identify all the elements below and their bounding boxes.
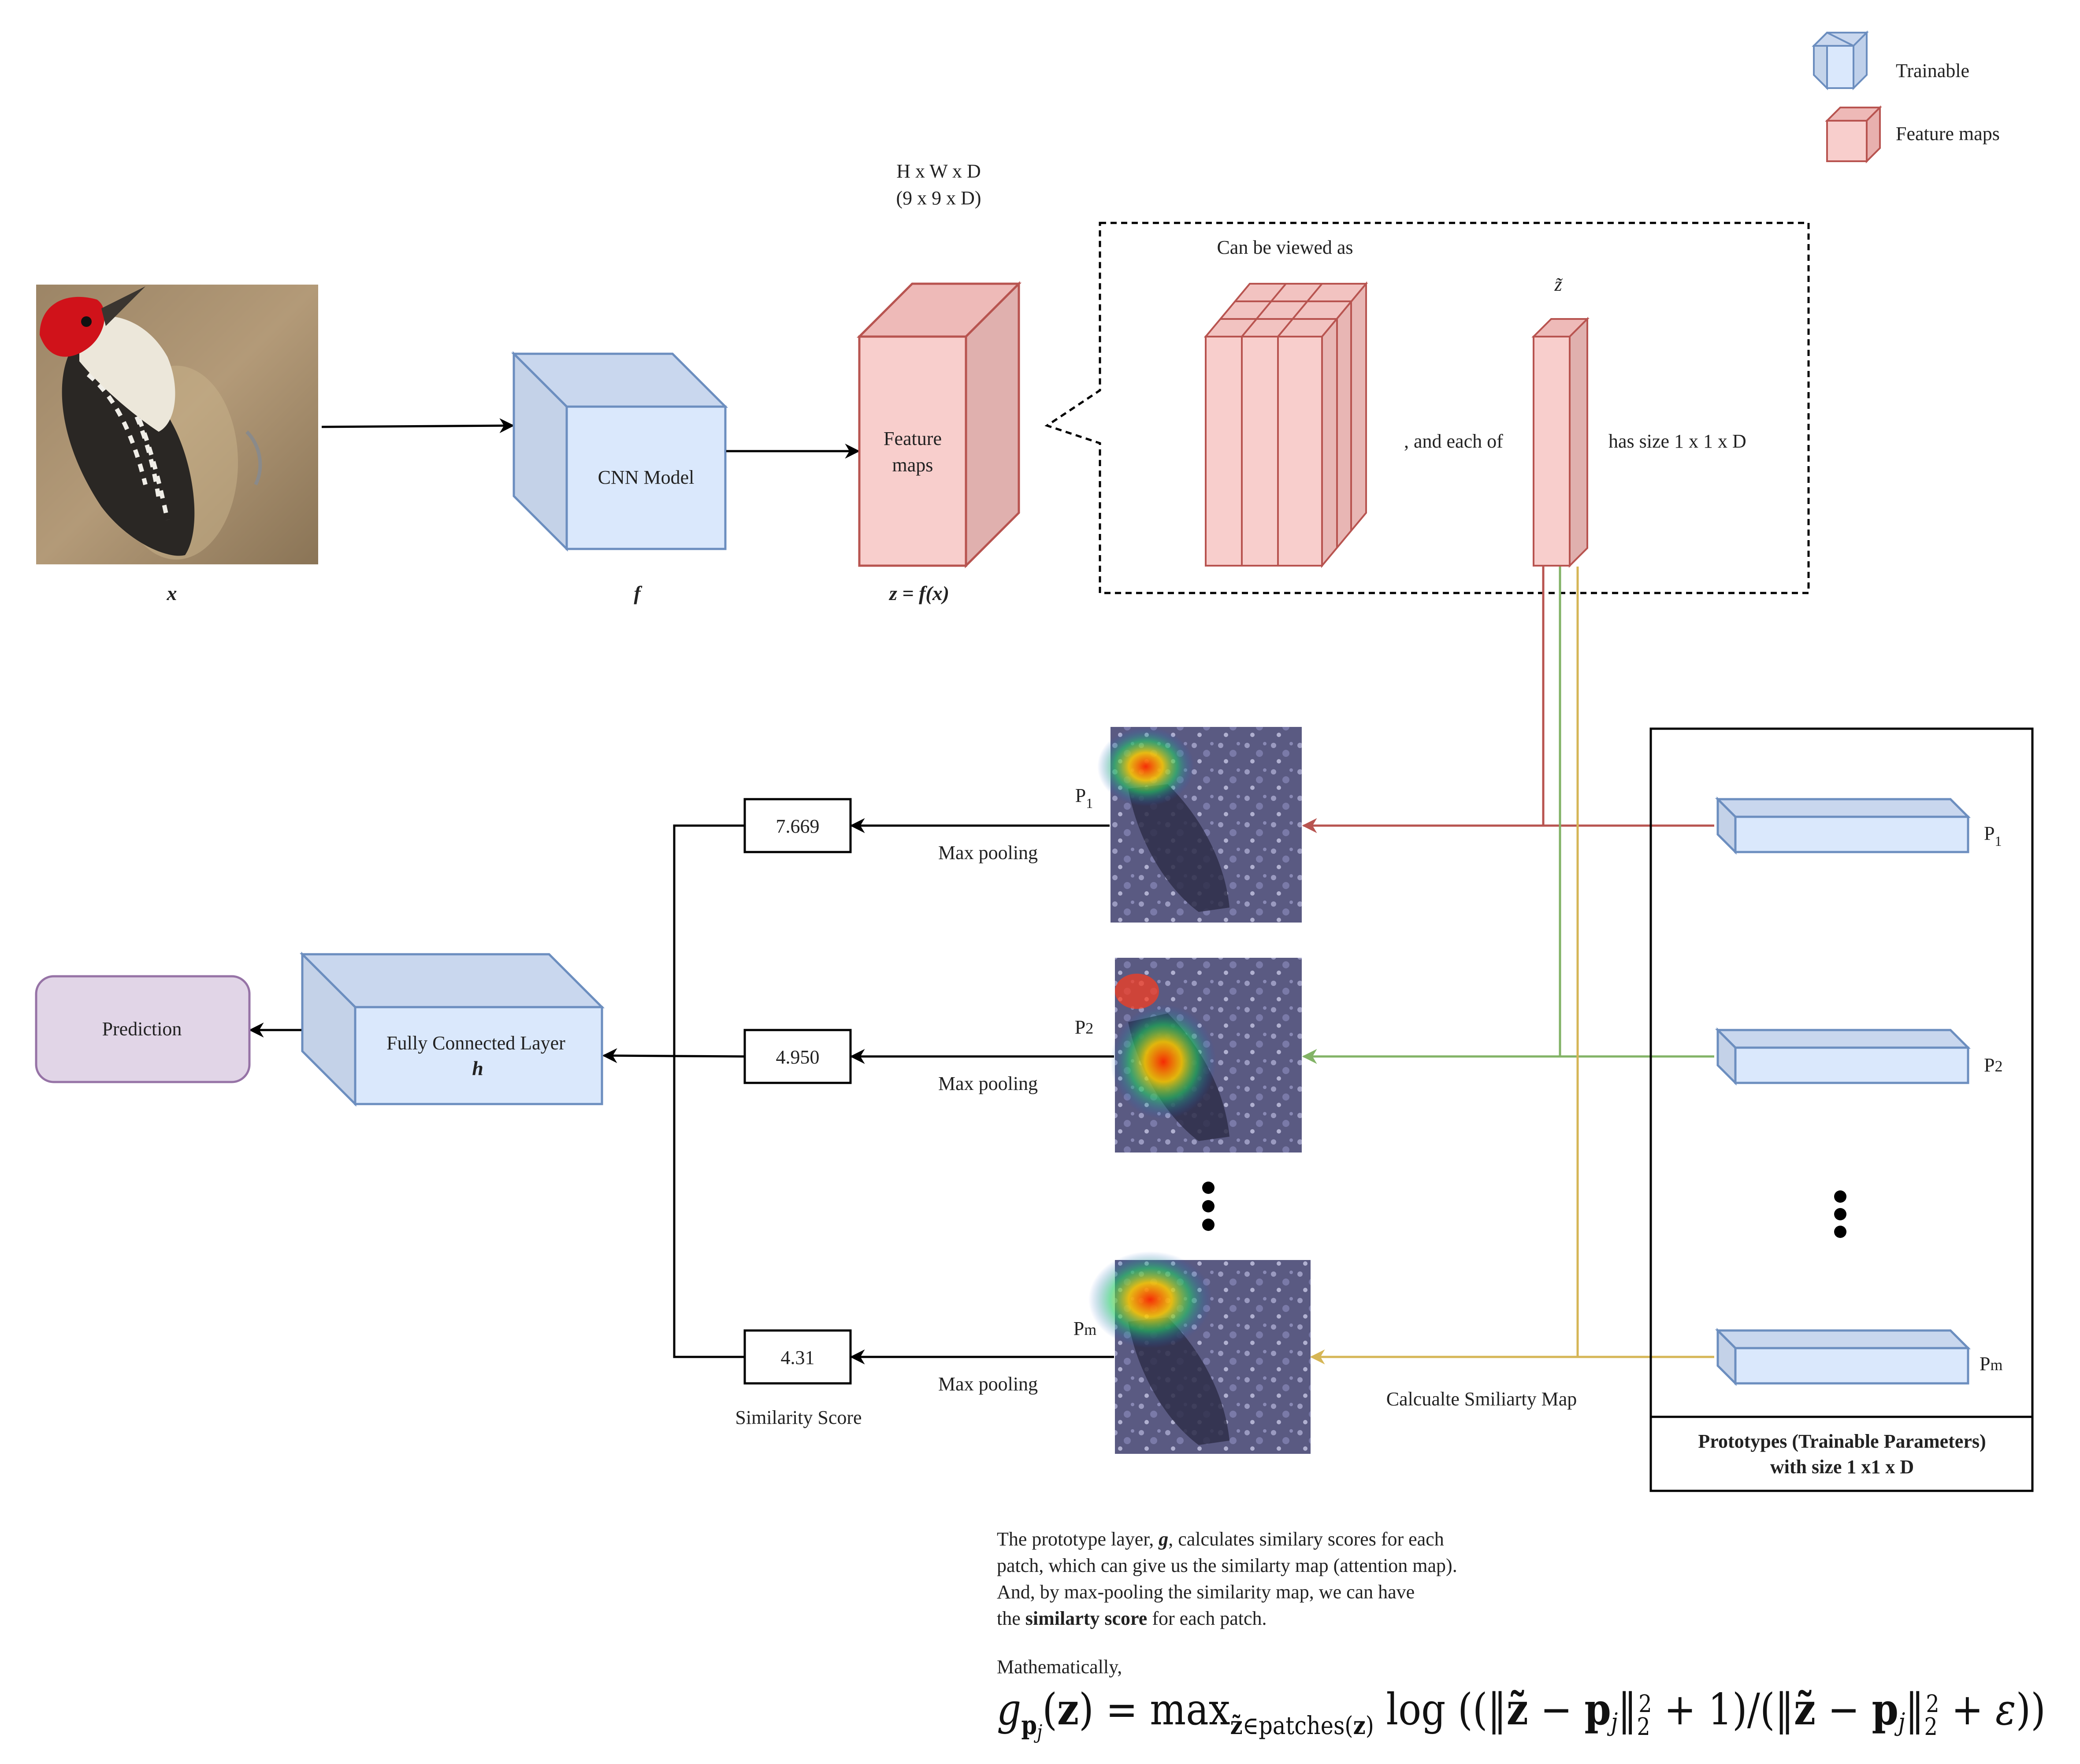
prototype-formula: gpj(z) = maxz̃∈patches(z) log ((‖z̃ − pj…: [997, 1684, 2046, 1743]
description-line-2: patch, which can give us the similarty m…: [997, 1555, 1457, 1576]
similarity-map-p2: [1111, 958, 1302, 1153]
score-value-2: 4.950: [776, 1046, 820, 1068]
feature-label-line1: Feature: [884, 428, 942, 449]
mapm-prototype-label: Pm: [1073, 1318, 1097, 1339]
prediction-box: [35, 975, 251, 1083]
callout-box: [1044, 222, 1810, 594]
score-value-1: 7.669: [776, 815, 820, 837]
description-line-3: And, by max-pooling the similarity map, …: [997, 1581, 1415, 1603]
score-value-m: 4.31: [781, 1347, 815, 1368]
similarity-score-label: Similarity Score: [735, 1407, 862, 1428]
map1-prototype-label: P1: [1075, 785, 1093, 811]
similarity-map-p1: [1097, 727, 1302, 923]
prototypes-ellipsis: [1834, 1190, 1846, 1238]
cnn-symbol: f: [634, 582, 643, 604]
svg-text:gpj(z) = maxz̃∈patches(z) log: gpj(z) = maxz̃∈patches(z) log ((‖z̃ − pj…: [997, 1684, 2046, 1743]
prototype-p2-label: P2: [1984, 1054, 2002, 1076]
callout-viewed-as: Can be viewed as: [1217, 237, 1353, 258]
fc-symbol: h: [472, 1057, 483, 1079]
legend-feature-label: Feature maps: [1896, 123, 2000, 145]
calc-similarity-map-label: Calcualte Smiliarty Map: [1386, 1388, 1577, 1410]
prototype-pm: [1715, 1327, 1971, 1386]
similarity-map-pm: [1088, 1251, 1311, 1454]
score-box-1: 7.669: [743, 798, 852, 853]
single-patch: [1531, 317, 1590, 568]
cnn-model-block: [511, 351, 728, 552]
score-box-m: 4.31: [743, 1329, 852, 1385]
max-pooling-label-1: Max pooling: [938, 842, 1038, 863]
arrow-input-to-cnn: [321, 418, 515, 434]
max-pooling-label-2: Max pooling: [938, 1073, 1038, 1094]
callout-has-size: has size 1 x 1 x D: [1608, 430, 1746, 452]
map2-prototype-label: P2: [1075, 1016, 1093, 1038]
prototypes-caption-line2: with size 1 x1 x D: [1770, 1456, 1914, 1478]
connector-patch-to-map2: [1302, 567, 1561, 1064]
legend: Trainable Feature maps: [1812, 30, 2000, 163]
prototypes-panel: [1649, 727, 2034, 1492]
patch-grid: [1203, 281, 1368, 568]
connector-patch-to-mapm: [1310, 567, 1579, 1364]
score-box-2: 4.950: [743, 1029, 852, 1084]
scores-collector: [673, 824, 745, 1358]
feature-label-line2: maps: [892, 454, 933, 476]
legend-trainable-swatch: [1812, 30, 1869, 90]
feature-maps-block: [856, 281, 1022, 569]
input-symbol: x: [167, 582, 177, 604]
maps-ellipsis: [1202, 1182, 1215, 1231]
prototype-p1: [1715, 796, 1971, 855]
fully-connected-block: [299, 951, 605, 1107]
callout-and-each-of: , and each of: [1404, 430, 1503, 452]
feature-dims-line2: (9 x 9 x D): [896, 187, 981, 209]
description-line-4: the similarty score for each patch.: [997, 1608, 1267, 1629]
description-line-1: The prototype layer, g, calculates simil…: [997, 1528, 1444, 1550]
input-bird-image: [36, 285, 318, 564]
prediction-label: Prediction: [102, 1018, 182, 1040]
z-tilde-label: z̃: [1554, 274, 1563, 295]
fc-label: Fully Connected Layer: [386, 1032, 565, 1054]
legend-trainable-label: Trainable: [1896, 60, 1969, 82]
feature-dims-line1: H x W x D: [896, 160, 981, 182]
prototypes-caption-line1: Prototypes (Trainable Parameters): [1698, 1430, 1986, 1452]
description-line-5: Mathematically,: [997, 1656, 1122, 1678]
prototype-p1-label: P1: [1984, 823, 2002, 849]
cnn-label: CNN Model: [598, 467, 695, 488]
prototype-pm-label: Pm: [1980, 1353, 2003, 1375]
feature-symbol: z = f(x): [888, 582, 949, 604]
max-pooling-label-m: Max pooling: [938, 1373, 1038, 1395]
prototype-p2: [1715, 1027, 1971, 1086]
connector-patch-to-map1: [1302, 567, 1545, 833]
legend-feature-swatch: [1825, 105, 1882, 163]
